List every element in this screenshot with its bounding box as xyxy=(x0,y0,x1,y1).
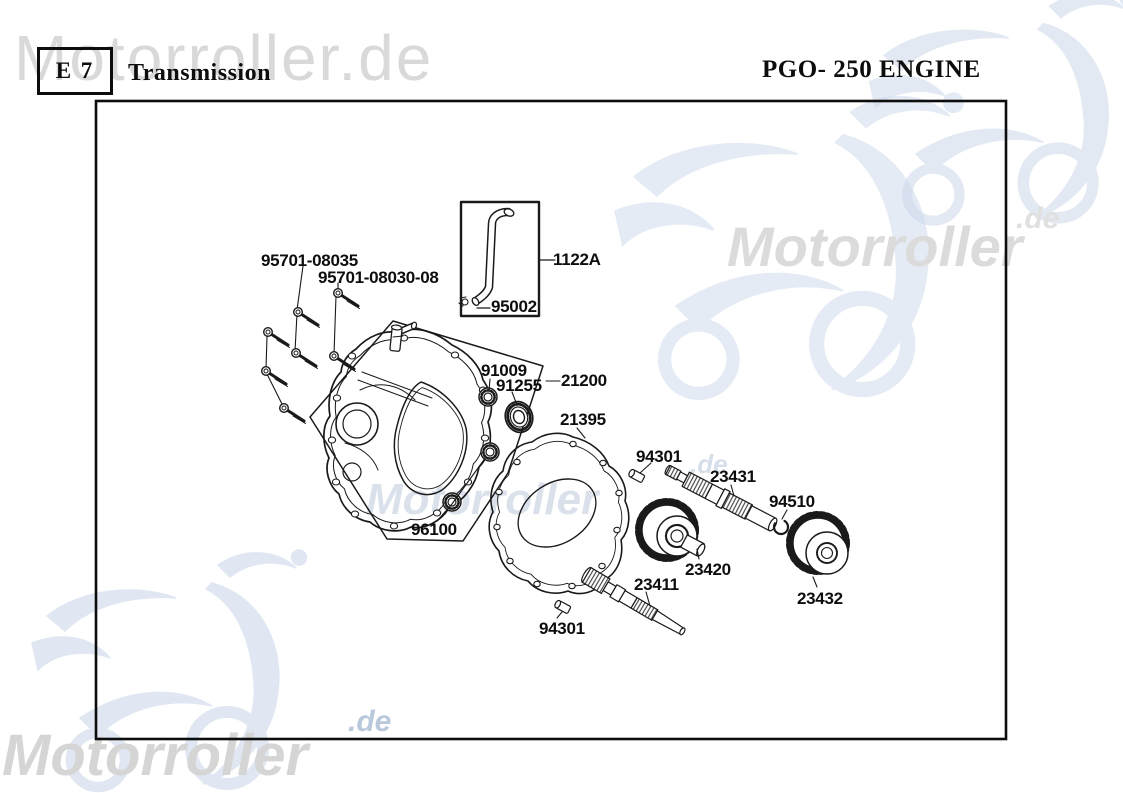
watermark-middle-de: .de xyxy=(690,449,728,479)
label-transmission-cover: 21200 xyxy=(561,371,607,390)
label-counter-gear: 23420 xyxy=(685,560,731,579)
assembly-hexagon xyxy=(309,320,544,542)
watermark-bottom-de: .de xyxy=(348,705,391,738)
label-tube-clamp: 95002 xyxy=(491,297,537,316)
label-circlip: 94510 xyxy=(769,492,815,511)
label-gasket: 21395 xyxy=(560,410,606,429)
cover-nipple xyxy=(389,321,418,352)
bolt-set xyxy=(260,265,361,425)
label-main-shaft: 23431 xyxy=(710,467,756,486)
watermark-top: Motorroller.de xyxy=(14,22,433,94)
bearing-96100-a xyxy=(479,441,501,463)
bearing-91009 xyxy=(477,386,499,408)
label-dowel-pin-lower: 94301 xyxy=(539,619,585,638)
gear-23420 xyxy=(635,498,706,562)
transmission-cover-drawing xyxy=(323,321,493,532)
label-ball-bearing: 91009 xyxy=(481,361,527,380)
label-final-gear: 23432 xyxy=(797,589,843,608)
label-breather-tube: 1122A xyxy=(553,250,601,269)
section-code-box: E 7 xyxy=(37,47,113,95)
gear-23432 xyxy=(786,511,850,575)
shaft-23411 xyxy=(581,566,686,636)
label-dowel-pin-upper: 94301 xyxy=(636,447,682,466)
page-title: Transmission xyxy=(128,60,271,86)
label-radial-bearings: 96100 xyxy=(411,520,457,539)
breather-tube-inset xyxy=(458,200,556,318)
watermark-bottom: Motorroller xyxy=(2,723,312,788)
oil-seal-91255 xyxy=(504,400,534,434)
diagram-border xyxy=(94,99,1008,741)
shaft-23431 xyxy=(664,464,778,532)
watermark-right: Motorroller xyxy=(727,215,1026,278)
gasket-21395 xyxy=(488,432,630,595)
label-oil-seal: 91255 xyxy=(496,376,542,395)
circlip-94510 xyxy=(772,518,790,536)
label-flange-bolt-short: 95701-08030-08 xyxy=(318,268,439,287)
label-flange-bolt-long: 95701-08035 xyxy=(261,251,358,270)
watermark-right-de: .de xyxy=(1016,202,1059,235)
section-code: E 7 xyxy=(55,58,95,83)
watermark-middle: Motorroller xyxy=(366,475,601,524)
clamp-95002 xyxy=(458,296,469,307)
engine-title: PGO- 250 ENGINE xyxy=(762,56,981,83)
label-counter-shaft: 23411 xyxy=(634,575,679,594)
leader-lines xyxy=(436,378,818,619)
